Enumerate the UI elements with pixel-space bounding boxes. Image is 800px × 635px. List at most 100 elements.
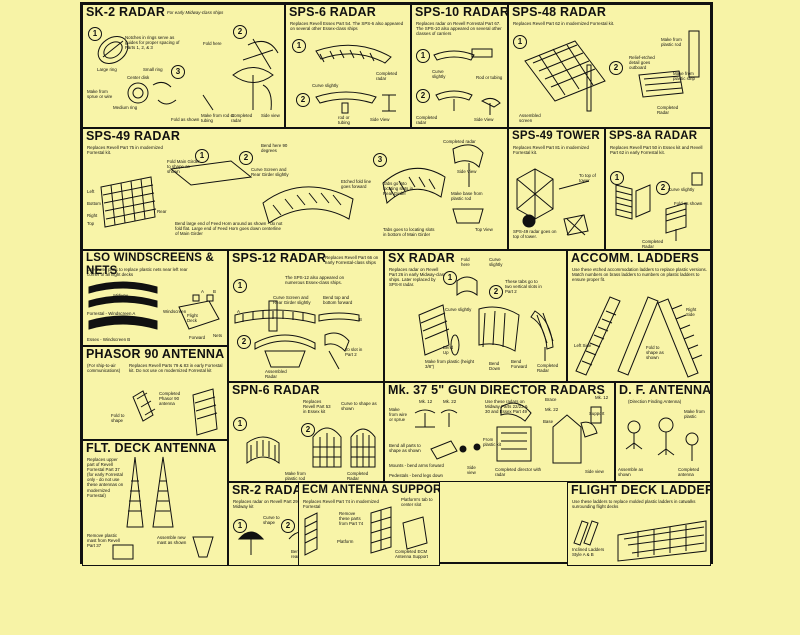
panel-note: Replaces Revell Part 62 in modernized Fo… xyxy=(513,21,615,26)
panel-sps48-radar: SPS-48 RADAR Replaces Revell Part 62 in … xyxy=(508,4,711,128)
label: Side View xyxy=(457,169,477,174)
label: Completed director with radar xyxy=(495,467,542,477)
label: Curve to shape xyxy=(263,515,280,525)
sps6-radar-drawing xyxy=(286,5,411,128)
label: Completed radar xyxy=(231,113,253,123)
label: Forward xyxy=(189,335,206,340)
label: Nets xyxy=(213,333,223,338)
panel-title: ACCOMM. LADDERS xyxy=(571,251,699,265)
label: Inclined Ladders Style A & B xyxy=(572,547,605,557)
label: Mk. 22 xyxy=(545,407,559,412)
panel-sps12-radar: SPS-12 RADAR Replaces Revell Part 66 on … xyxy=(228,250,384,382)
label: Completed Radar xyxy=(642,239,664,249)
panel-flight-deck-antenna: FLT. DECK ANTENNA Replaces upper part of… xyxy=(82,440,228,566)
label: Bend all parts to shape as shown xyxy=(389,443,421,453)
label: To slot in Part 2 xyxy=(345,347,363,357)
panel-note: Replaces radar on Revell Part 29 in Midw… xyxy=(233,499,303,510)
panel-title: SK-2 RADAR xyxy=(86,5,166,19)
step-number: 1 xyxy=(195,149,209,163)
step-number: 2 xyxy=(237,335,251,349)
step-number: 3 xyxy=(171,65,185,79)
label: Completed Phasor 90 antenna xyxy=(159,391,181,406)
label: Make from plastic xyxy=(684,409,705,419)
label: Curve slightly xyxy=(489,257,503,267)
step-number: 1 xyxy=(233,519,247,533)
label: Make from plastic (height 3/8") xyxy=(425,359,475,369)
label: Bend Forward xyxy=(511,359,528,369)
panel-phasor-90-antenna: PHASOR 90 ANTENNA (For ship-to-air commu… xyxy=(82,346,228,440)
panel-title: PHASOR 90 ANTENNA xyxy=(86,347,225,361)
panel-lso-windscreens-nets: LSO WINDSCREENS & NETS Use these parts t… xyxy=(82,250,228,346)
label: Pedestals - bend legs down xyxy=(389,473,443,478)
label: B xyxy=(359,317,362,322)
label: Notches in rings serve as guides for pro… xyxy=(125,35,180,50)
panel-side-note: (For ship-to-air communications) xyxy=(87,363,121,374)
panel-title: FLT. DECK ANTENNA xyxy=(86,441,217,455)
label: Bend Down xyxy=(489,361,501,371)
label: Relief-etched detail goes outboard xyxy=(629,55,655,70)
panel-title: SPS-49 TOWER xyxy=(512,130,600,142)
label: B xyxy=(213,289,216,294)
label: Make from plastic rod xyxy=(661,37,682,47)
label: Fold here xyxy=(203,41,222,46)
label: Bend here 90 degrees xyxy=(261,143,288,153)
label: Center disk xyxy=(127,75,150,80)
label: Brace xyxy=(545,397,557,402)
label: Large ring xyxy=(97,67,117,72)
label: These tabs go to two vertical slots in P… xyxy=(505,279,542,294)
label: From plastic kit xyxy=(483,437,502,447)
panel-sx-radar: SX RADAR Replaces radar on Revell Part 2… xyxy=(384,250,567,382)
label: Midway xyxy=(113,293,128,298)
label: Small ring xyxy=(143,67,163,72)
label: Platform's tab to center slot xyxy=(401,497,433,507)
label: Curve slightly xyxy=(445,307,472,312)
df-antenna-drawing xyxy=(616,383,711,482)
panel-note: Replaces upper part of Revell Forrestal … xyxy=(87,457,124,498)
label: Side view xyxy=(467,465,476,475)
label: Bottom xyxy=(87,201,101,206)
flight-deck-antenna-drawing xyxy=(83,441,228,566)
panel-note: Use these parts to replace plastic nets … xyxy=(87,267,188,278)
label: Make from rod or tubing xyxy=(201,113,235,123)
label: Completed Radar xyxy=(657,105,679,115)
label: Side View xyxy=(370,117,390,122)
label: Medium ring xyxy=(113,105,138,110)
sps48-radar-drawing xyxy=(509,5,711,128)
panel-note: Replaces radar on Revell Forrestal Part … xyxy=(416,21,502,37)
label: Flight Deck xyxy=(187,313,198,323)
step-number: 1 xyxy=(233,279,247,293)
panel-note: Replaces Revell Part 74 in modernized Fo… xyxy=(303,499,379,510)
panel-note: Replaces Revell Part 53 in Essex kit xyxy=(303,399,331,415)
label: Curve slightly xyxy=(312,83,339,88)
panel-note: Replaces Revell Part 81 in modernized Fo… xyxy=(513,145,589,156)
label: Tabs goes to locating slots in bottom of… xyxy=(383,227,435,237)
panel-spn6-radar: SPN-6 RADAR Replaces Revell Part 53 in E… xyxy=(228,382,384,482)
panel-sk2-radar: SK-2 RADAR For early Midway-class ships … xyxy=(82,4,285,128)
panel-title: SX RADAR xyxy=(388,251,455,265)
panel-sps49-tower: SPS-49 TOWER Replaces Revell Part 81 in … xyxy=(508,128,605,250)
label: Curve slightly xyxy=(668,187,695,192)
step-number: 1 xyxy=(416,49,430,63)
panel-title: FLIGHT DECK LADDERS xyxy=(571,483,711,497)
panel-title: SPS-10 RADAR xyxy=(415,5,508,19)
label: Fold to shape as shown xyxy=(646,345,664,360)
panel-note: Replaces Revell Part 75 in modernized Fo… xyxy=(87,145,163,156)
label: Mk. 12 xyxy=(595,395,609,400)
ecm-antenna-support-drawing xyxy=(299,483,440,566)
panel-title: LSO WINDSCREENS & NETS xyxy=(86,252,214,277)
step-number: 2 xyxy=(609,61,623,75)
label: Rod or tubing xyxy=(476,75,503,80)
label: Remove these parts from Part 74 xyxy=(339,511,364,526)
panel-note: Replaces Revell Part 50 in Essex kit and… xyxy=(610,145,703,156)
label: Platform xyxy=(337,539,354,544)
panel-title: SPS-49 RADAR xyxy=(86,129,181,143)
panel-title: Mk. 37 5" GUN DIRECTOR RADARS xyxy=(388,383,606,397)
label: Right Side xyxy=(686,307,697,317)
label: Completed radar xyxy=(443,139,476,144)
label: Assembled screen xyxy=(519,113,541,123)
panel-sps49-radar: SPS-49 RADAR Replaces Revell Part 75 in … xyxy=(82,128,508,250)
panel-note: Use these etched accommodation ladders t… xyxy=(572,267,707,283)
panel-title: SPS-8A RADAR xyxy=(609,130,698,142)
panel-flight-deck-ladders: FLIGHT DECK LADDERS Use these ladders to… xyxy=(567,482,711,566)
panel-note: Use these ladders to replace molded plas… xyxy=(572,499,696,510)
